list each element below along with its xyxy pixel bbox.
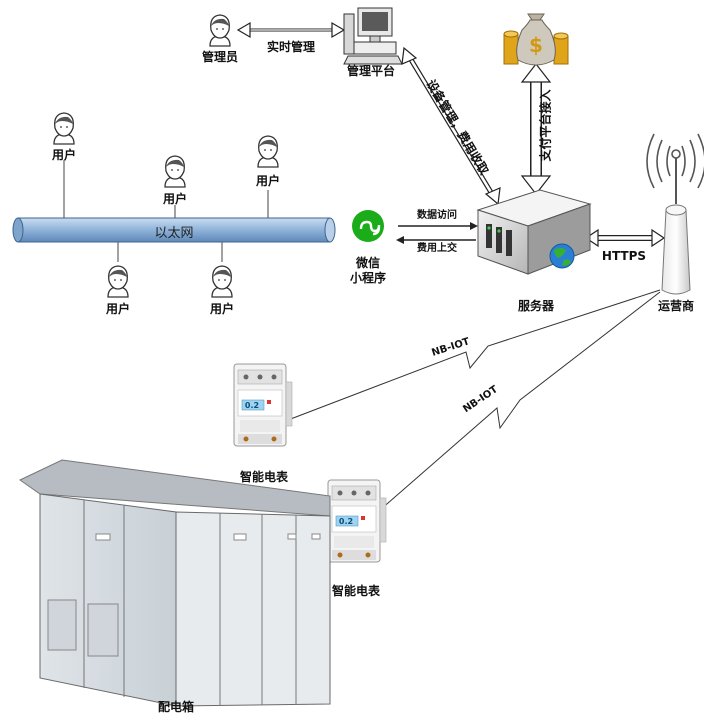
wechat-label: 微信 小程序	[349, 256, 386, 285]
https-label: HTTPS	[601, 249, 647, 263]
user-label-4: 用户	[105, 302, 130, 316]
nbiot-link-2	[379, 291, 661, 511]
antenna-tower-icon	[646, 133, 704, 295]
payment-server-arrow	[520, 63, 552, 195]
admin-person-icon	[209, 14, 231, 47]
user-person-icon-5	[211, 265, 233, 298]
meter-display-2: 0.2	[338, 517, 354, 526]
user-label-1: 用户	[51, 148, 76, 162]
user-label-2: 用户	[162, 192, 187, 206]
operator-label: 运营商	[657, 299, 694, 313]
server-operator-arrow	[584, 228, 666, 248]
data-access-label: 数据访问	[417, 210, 457, 221]
ethernet-label: 以太网	[154, 226, 194, 241]
user-person-icon-1	[53, 112, 75, 145]
user-person-icon-4	[107, 265, 129, 298]
payment-label: 支付平台接入	[538, 89, 553, 162]
mgmt-platform-label: 管理平台	[346, 64, 395, 78]
wechat-server-arrows	[396, 222, 478, 244]
money-bag-icon: $	[503, 13, 569, 66]
admin-platform-arrow	[236, 21, 346, 39]
fee-upload-label: 费用上交	[417, 243, 457, 254]
computer-icon	[343, 7, 403, 65]
user-person-icon-3	[257, 135, 279, 168]
nbiot-link-1	[287, 289, 661, 421]
meter-label-1: 智能电表	[239, 470, 288, 484]
admin-label: 管理员	[201, 50, 238, 64]
meter-label-2: 智能电表	[331, 584, 380, 598]
distribution-box-icon	[19, 459, 331, 707]
user-person-icon-2	[164, 155, 186, 188]
ethernet-bus	[12, 217, 336, 243]
server-label: 服务器	[517, 299, 554, 313]
platform-server-arrow	[401, 46, 501, 206]
globe-icon	[549, 243, 575, 269]
wechat-miniprogram-icon	[352, 210, 384, 242]
user-label-3: 用户	[255, 174, 280, 188]
server-icon	[476, 189, 592, 275]
realtime-mgmt-label: 实时管理	[266, 40, 315, 54]
user-label-5: 用户	[209, 302, 234, 316]
distribution-box-label: 配电箱	[157, 700, 194, 714]
svg-text:$: $	[529, 33, 543, 57]
meter-display-1: 0.2	[244, 401, 260, 410]
